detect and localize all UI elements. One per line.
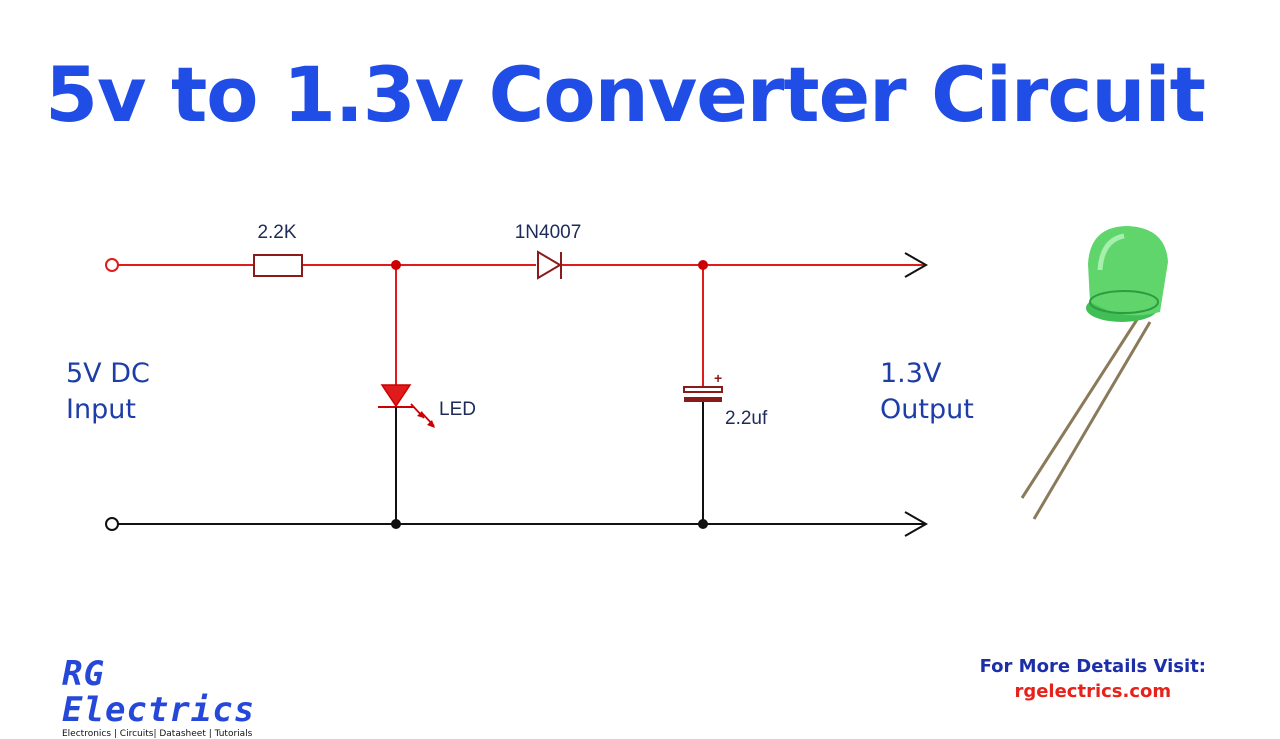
output-label-line2: Output	[880, 394, 974, 425]
website-link[interactable]: rgelectrics.com	[1014, 681, 1172, 702]
input-label-line2: Input	[66, 394, 136, 425]
input-label-line1: 5V DC	[66, 358, 150, 389]
output-arrow-positive	[904, 252, 929, 278]
visit-text: For More Details Visit:	[979, 656, 1206, 677]
page-title: 5v to 1.3v Converter Circuit	[45, 50, 1206, 139]
resistor-symbol	[253, 254, 303, 277]
resistor-label: 2.2K	[257, 222, 296, 243]
green-led-illustration	[1020, 226, 1168, 520]
logo-name: RG Electrics	[62, 654, 256, 730]
capacitor-symbol: +	[683, 370, 723, 402]
junction-dot	[698, 519, 708, 529]
diode-symbol	[537, 250, 562, 280]
junction-dot	[698, 260, 708, 270]
junction-dot	[391, 519, 401, 529]
output-arrow-ground	[904, 511, 929, 537]
led-label: LED	[439, 399, 476, 420]
positive-rail	[118, 264, 925, 387]
brand-logo: RG Electrics Electronics | Circuits| Dat…	[62, 656, 302, 739]
input-label: 5V DC Input	[66, 356, 150, 428]
junction-dot	[391, 260, 401, 270]
capacitor-label: 2.2uf	[725, 408, 768, 429]
input-terminal-ground	[105, 517, 119, 531]
footer-visit: For More Details Visit: rgelectrics.com	[980, 656, 1206, 702]
output-label: 1.3V Output	[880, 356, 974, 428]
circuit-diagram: 2.2K 1N4007 LED + 2.2uf	[105, 222, 1168, 537]
diode-label: 1N4007	[515, 222, 582, 243]
led-symbol	[378, 384, 435, 428]
svg-text:+: +	[714, 370, 722, 386]
input-terminal-positive	[105, 258, 119, 272]
output-label-line1: 1.3V	[880, 358, 942, 389]
logo-tagline: Electronics | Circuits| Datasheet | Tuto…	[62, 729, 253, 739]
